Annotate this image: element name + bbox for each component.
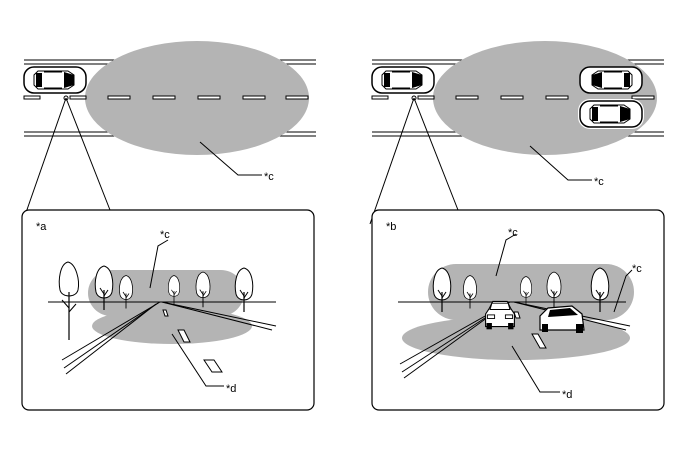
lane-dashes bbox=[23, 95, 309, 100]
panel-b: *b *c * bbox=[371, 209, 665, 411]
road-overview-right: *c bbox=[369, 41, 664, 225]
road-overview-left: *c bbox=[21, 41, 316, 225]
preceding-vehicle-icon bbox=[578, 99, 644, 129]
road-perspective bbox=[61, 301, 277, 375]
panel-b-tag: *b bbox=[386, 221, 396, 233]
oncoming-vehicle-icon bbox=[579, 66, 643, 94]
lane-dashes bbox=[513, 311, 547, 349]
callout-d-panel-a: *d bbox=[226, 383, 236, 395]
callout-d-panel-b: *d bbox=[562, 389, 572, 401]
tree-icon bbox=[58, 261, 79, 340]
own-vehicle-icon bbox=[23, 66, 87, 94]
callout-c-top-left: *c bbox=[264, 171, 274, 183]
callout-c-top-right: *c bbox=[594, 176, 604, 188]
preceding-vehicle-icon bbox=[539, 305, 585, 333]
panel-a-tag: *a bbox=[36, 221, 47, 233]
own-vehicle-icon bbox=[371, 66, 435, 94]
detection-zone-lower bbox=[92, 308, 252, 344]
detection-zone bbox=[85, 41, 309, 155]
callout-c-panel-b-top: *c bbox=[508, 227, 518, 239]
callout-c-panel-b-right: *c bbox=[632, 263, 642, 275]
lane-dashes bbox=[162, 309, 223, 373]
panel-a: *a *c bbox=[21, 209, 315, 411]
lane-dashes bbox=[371, 95, 655, 100]
callout-c-panel-a: *c bbox=[160, 229, 170, 241]
